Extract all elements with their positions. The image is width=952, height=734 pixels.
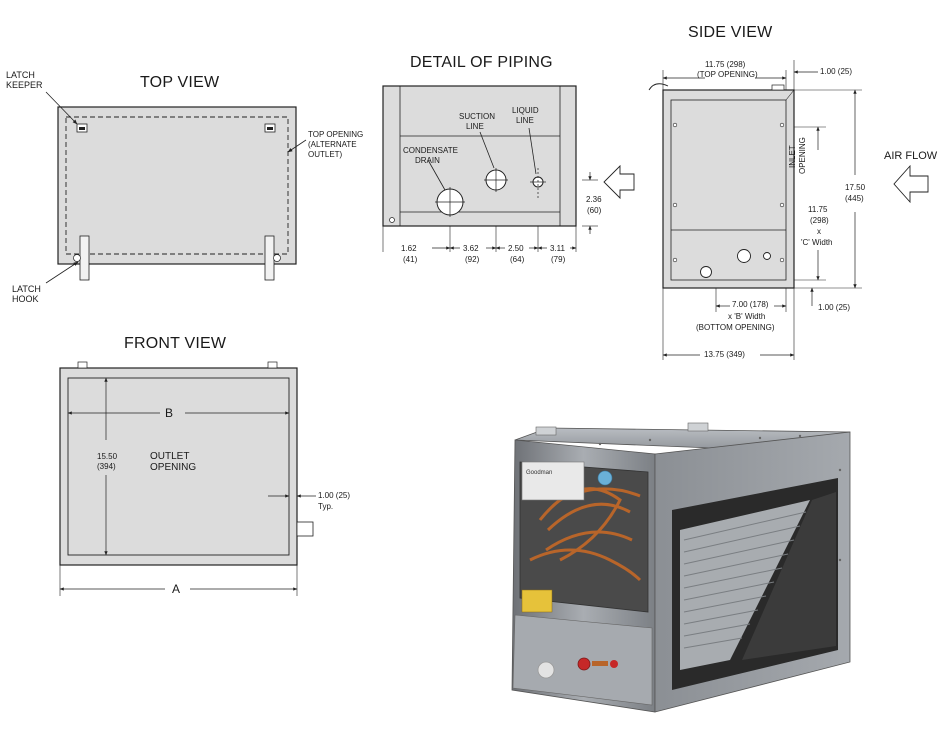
- cased-coil-unit-photo: Goodman: [511, 422, 851, 713]
- bottom-opening-dim-line1: 7.00 (178): [732, 300, 769, 309]
- liquid-line-label-line2: LINE: [516, 116, 534, 125]
- side-height-dim-line1: 17.50: [845, 183, 866, 192]
- piping-dim-1-value: 1.62: [401, 244, 417, 253]
- condensate-drain-label-line1: CONDENSATE: [403, 146, 458, 155]
- top-view: [45, 91, 307, 284]
- top-view-title: TOP VIEW: [140, 74, 220, 91]
- coil-slope: [680, 500, 810, 670]
- side-top-opening-dim-line1: 11.75 (298): [705, 60, 746, 69]
- piping-detail: [382, 85, 598, 252]
- piping-height-dim-line2: (60): [587, 206, 602, 215]
- side-bottom-offset-dim: 1.00 (25): [818, 303, 851, 312]
- bottom-opening-dim-line3: (BOTTOM OPENING): [696, 323, 775, 332]
- air-flow-label: AIR FLOW: [884, 150, 938, 162]
- condensate-drain-label-line2: DRAIN: [415, 156, 440, 165]
- latch-keeper-label-line2: KEEPER: [6, 80, 43, 90]
- piping-dim-4-metric: (79): [551, 255, 566, 264]
- latch-hook-left: [73, 235, 90, 281]
- inlet-dim-line3: x: [817, 227, 821, 236]
- latch-hook-label-line2: HOOK: [12, 294, 39, 304]
- front-height-dim-line1: 15.50: [97, 452, 118, 461]
- piping-detail-title: DETAIL OF PIPING: [410, 54, 553, 71]
- latch-hook-right: [264, 235, 281, 281]
- latch-hook-label-line1: LATCH: [12, 284, 41, 294]
- top-opening-label-line2: (ALTERNATE: [308, 140, 357, 149]
- side-view-panel: [662, 89, 795, 289]
- front-view-title: FRONT VIEW: [124, 335, 227, 352]
- front-view-panel: [59, 367, 298, 566]
- inlet-dim-line4: 'C' Width: [801, 238, 833, 247]
- top-opening-label-line3: OUTLET): [308, 150, 343, 159]
- side-view-title: SIDE VIEW: [688, 24, 773, 41]
- top-opening-outline: [65, 116, 289, 255]
- latch-keeper-left: [76, 123, 88, 133]
- side-depth-dim: 13.75 (349): [704, 350, 745, 359]
- front-side-offset-dim-line1: 1.00 (25): [318, 491, 351, 500]
- piping-dim-1-metric: (41): [403, 255, 418, 264]
- front-side-offset-dim-line2: Typ.: [318, 502, 334, 511]
- side-top-opening-dim-line2: (TOP OPENING): [697, 70, 758, 79]
- piping-dim-3-value: 2.50: [508, 244, 524, 253]
- suction-line-label-line2: LINE: [466, 122, 484, 131]
- piping-dim-3-metric: (64): [510, 255, 525, 264]
- latch-keeper-label-line1: LATCH: [6, 70, 35, 80]
- front-a-label: A: [172, 582, 181, 596]
- side-view: [648, 60, 862, 360]
- piping-dim-4-value: 3.11: [550, 244, 565, 253]
- inlet-opening-label-line1: INLET: [788, 145, 797, 168]
- photo-brand-label: Goodman: [526, 470, 552, 476]
- piping-dim-2-metric: (92): [465, 255, 480, 264]
- outlet-opening-outline: [67, 377, 290, 556]
- latch-keeper-right: [264, 123, 276, 133]
- side-height-dim-line2: (445): [845, 194, 864, 203]
- inlet-opening-label-line2: OPENING: [798, 137, 807, 174]
- front-view: [59, 361, 316, 596]
- suction-line-label-line1: SUCTION: [459, 112, 495, 121]
- flow-arrow-left: [603, 164, 635, 200]
- front-height-dim-line2: (394): [97, 462, 116, 471]
- bottom-opening-dim-line2: x 'B' Width: [728, 312, 766, 321]
- top-opening-label-line1: TOP OPENING: [308, 130, 364, 139]
- inlet-dim-line2: (298): [810, 216, 829, 225]
- outlet-opening-label-line2: OPENING: [150, 462, 197, 473]
- liquid-line-label-line1: LIQUID: [512, 106, 539, 115]
- side-top-offset-dim: 1.00 (25): [820, 67, 853, 76]
- piping-height-dim-line1: 2.36: [586, 195, 602, 204]
- piping-panel: [382, 85, 577, 227]
- front-b-label: B: [165, 406, 174, 420]
- air-flow-arrow: [893, 164, 929, 204]
- inlet-dim-line1: 11.75: [808, 205, 828, 214]
- top-view-panel: [57, 106, 297, 265]
- outlet-opening-label-line1: OUTLET: [150, 451, 190, 462]
- piping-dim-2-value: 3.62: [463, 244, 479, 253]
